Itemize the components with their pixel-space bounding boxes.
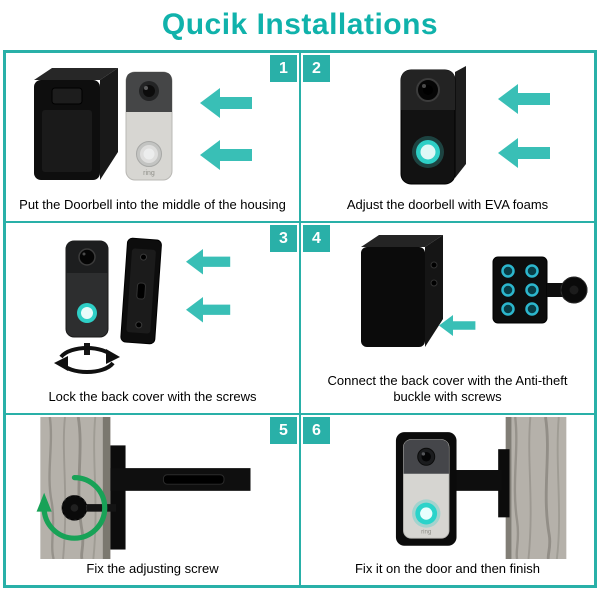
step-number-badge: 2: [303, 55, 330, 82]
left-arrow-icon: [199, 139, 252, 170]
steps-grid: 1: [3, 50, 597, 588]
step-panel-6: 6: [300, 414, 595, 586]
rotate-arrow-icon: [36, 474, 107, 541]
step-number-badge: 1: [270, 55, 297, 82]
step-caption: Lock the back cover with the screws: [48, 388, 257, 404]
mounting-arm: [109, 445, 251, 550]
doorbell-with-housing: [400, 65, 466, 185]
brand-logo: ring: [421, 528, 432, 535]
back-cover-plate: [119, 237, 162, 345]
doorbell: ring: [125, 71, 172, 181]
doorbell-with-housing: ring: [395, 432, 457, 546]
left-arrow-icon: [438, 314, 475, 336]
housing-box: [360, 234, 443, 347]
screw-hole: [134, 321, 142, 329]
buckle-hole: [500, 302, 515, 316]
step-caption: Connect the back cover with the Anti-the…: [327, 372, 568, 404]
buckle-hole: [524, 264, 539, 278]
adjusting-screw-drawing: [36, 416, 251, 559]
doorbell-in-housing-drawing: [400, 65, 550, 185]
left-arrow-icon: [497, 83, 550, 114]
step-caption: Fix it on the door and then finish: [354, 560, 540, 576]
step-caption: Put the Doorbell into the middle of the …: [19, 196, 286, 212]
step-1-illustration: ring: [6, 53, 299, 197]
step-number-badge: 5: [270, 417, 297, 444]
step-2-illustration: [301, 53, 594, 197]
step-4-illustration: [301, 223, 594, 373]
brand-logo: ring: [143, 170, 155, 177]
step-panel-4: 4: [300, 222, 595, 414]
step-caption: Fix the adjusting screw: [86, 560, 219, 576]
step-panel-1: 1: [5, 52, 300, 222]
page-title: Qucik Installations: [161, 8, 439, 41]
step-5-illustration: [6, 415, 299, 561]
anti-theft-buckle-drawing: [360, 234, 587, 347]
wood-post: [505, 416, 566, 559]
screw-hole: [430, 279, 437, 287]
buckle-hole: [500, 264, 515, 278]
buckle-hole: [524, 302, 539, 316]
mounting-arm: [450, 449, 510, 518]
screw-hole: [430, 261, 437, 269]
rotate-screw-icon: [53, 342, 120, 374]
step-panel-3: 3: [5, 222, 300, 414]
finished-mount-drawing: ring: [395, 416, 566, 559]
step-3-illustration: [6, 223, 299, 389]
back-cover-drawing: [53, 237, 230, 374]
left-arrow-icon: [185, 248, 230, 275]
screw-hole: [139, 253, 147, 261]
left-arrow-icon: [199, 87, 252, 118]
step-panel-2: 2: [300, 52, 595, 222]
anti-theft-buckle: [492, 256, 587, 324]
step-number-badge: 4: [303, 225, 330, 252]
doorbell: [65, 240, 108, 338]
housing-and-doorbell-drawing: ring: [33, 67, 252, 181]
housing: [33, 67, 118, 180]
buckle-hole: [524, 283, 539, 297]
step-6-illustration: ring: [301, 415, 594, 561]
step-number-badge: 6: [303, 417, 330, 444]
left-arrow-icon: [185, 296, 230, 323]
step-caption: Adjust the doorbell with EVA foams: [346, 196, 549, 212]
step-number-badge: 3: [270, 225, 297, 252]
left-arrow-icon: [497, 137, 550, 168]
buckle-hole: [500, 283, 515, 297]
adjusting-screw-knob: [61, 494, 116, 521]
step-panel-5: 5: [5, 414, 300, 586]
camera-lens-icon: [77, 248, 96, 266]
